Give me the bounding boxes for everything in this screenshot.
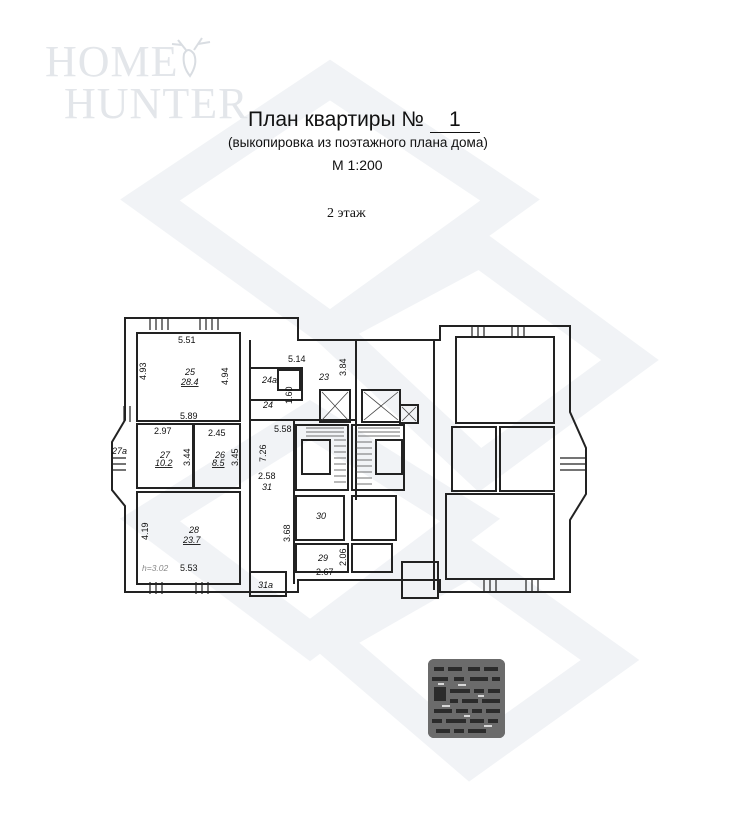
dim-3-45: 3.45 [230, 448, 240, 466]
deer-head-icon [171, 37, 211, 78]
floor-label: 2 этаж [327, 206, 366, 221]
dim-2-67: 2.67 [316, 567, 334, 577]
room-29-number: 29 [317, 553, 328, 563]
room-26-area: 8.5 [212, 458, 226, 468]
room-24a-number: 24а [261, 375, 277, 385]
dim-5-51: 5.51 [178, 335, 196, 345]
dim-4-93: 4.93 [138, 362, 148, 380]
dim-3-68: 3.68 [282, 524, 292, 542]
room-28-number: 28 [188, 525, 199, 535]
watermark-hunter-text: HUNTER [64, 79, 249, 128]
room-31a-number: 31а [258, 580, 273, 590]
room-24-number: 24 [262, 400, 273, 410]
dim-7-26: 7.26 [258, 444, 268, 462]
room-28-area: 23.7 [182, 535, 202, 545]
plan-title: План квартиры № 1 [248, 108, 480, 133]
room-26-number: 26 [214, 450, 225, 460]
notary-stamp-icon [428, 659, 505, 738]
dim-4-19: 4.19 [140, 522, 150, 540]
plan-subtitle: (выкопировка из поэтажного плана дома) [228, 135, 488, 150]
room-23-number: 23 [318, 372, 329, 382]
room-27-area: 10.2 [155, 458, 173, 468]
room-25-number: 25 [184, 367, 196, 377]
dim-5-58: 5.58 [274, 424, 292, 434]
dim-2-58: 2.58 [258, 471, 276, 481]
room-31-number: 31 [262, 482, 272, 492]
dim-2-45: 2.45 [208, 428, 226, 438]
watermark-home-text: HOME [45, 37, 179, 86]
dim-3-84: 3.84 [338, 358, 348, 376]
dim-5-89: 5.89 [180, 411, 198, 421]
ceiling-height: h=3.02 [142, 563, 169, 573]
apartment-number: 1 [429, 108, 480, 133]
dim-2-97: 2.97 [154, 426, 172, 436]
plan-scale: М 1:200 [332, 157, 383, 173]
dim-2-06: 2.06 [338, 548, 348, 566]
plan-title-prefix: План квартиры № [248, 108, 424, 131]
dim-5-14: 5.14 [288, 354, 306, 364]
dim-1-60: 1.60 [284, 386, 294, 404]
room-25-area: 28.4 [180, 377, 199, 387]
room-30-number: 30 [316, 511, 326, 521]
dim-5-53: 5.53 [180, 563, 198, 573]
dim-3-44: 3.44 [182, 448, 192, 466]
room-27-number: 27 [159, 450, 171, 460]
room-27a-number: 27а [111, 446, 127, 456]
dim-4-94: 4.94 [220, 367, 230, 385]
